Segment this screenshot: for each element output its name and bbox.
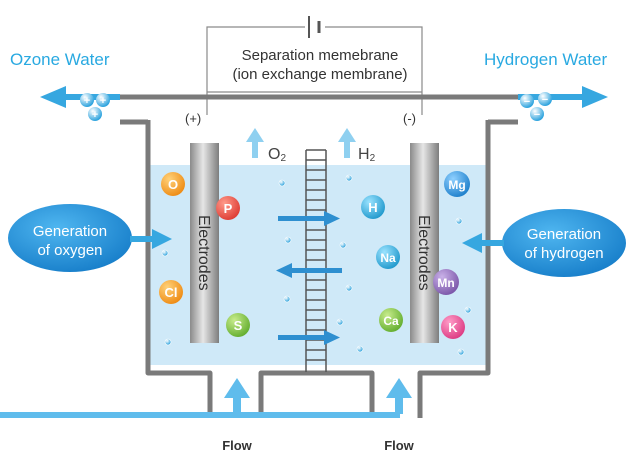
ion-k-label: K xyxy=(448,320,458,335)
membrane-label-line2: (ion exchange membrane) xyxy=(232,66,407,83)
oxygen-callout-line1: Generation xyxy=(33,223,107,240)
minus-sign: − xyxy=(524,96,530,108)
hydrogen-callout-line1: Generation xyxy=(527,226,601,243)
oxygen-generation-callout: Generation of oxygen xyxy=(8,204,172,272)
hydrogen-water-label: Hydrogen Water xyxy=(484,50,607,69)
minus-sign: − xyxy=(542,94,548,106)
membrane-label-line1: Separation memebrane xyxy=(242,47,399,64)
h2-subscript: 2 xyxy=(370,153,376,164)
ion-na-label: Na xyxy=(380,251,396,265)
outlet-pipe xyxy=(120,94,518,125)
ion-s: S xyxy=(226,313,250,337)
plus-ions-cluster: + + + xyxy=(80,93,110,121)
ion-mn: Mn xyxy=(433,269,459,295)
hydrogen-generation-callout: Generation of hydrogen xyxy=(462,209,626,277)
ion-cl: Cl xyxy=(159,280,183,304)
ion-s-label: S xyxy=(234,318,243,333)
power-circuit xyxy=(206,16,423,115)
left-electrode: Electrodes xyxy=(190,143,219,343)
flow-label-left: Flow xyxy=(222,438,252,453)
tank-walls xyxy=(145,120,491,418)
minus-sign: − xyxy=(534,109,540,121)
plus-sign: + xyxy=(92,109,98,121)
o2-letter: O xyxy=(268,146,280,163)
ion-k: K xyxy=(441,315,465,339)
minus-terminal-label: (-) xyxy=(403,111,416,126)
minus-ions-cluster: − − − xyxy=(520,92,552,121)
plus-sign: + xyxy=(100,95,106,107)
ion-mg: Mg xyxy=(444,171,470,197)
o2-arrow xyxy=(246,128,264,158)
ion-mg-label: Mg xyxy=(448,178,465,192)
ion-ca-label: Ca xyxy=(383,314,399,328)
hydrogen-outflow-arrow xyxy=(518,86,608,108)
oxygen-callout-line2: of oxygen xyxy=(37,242,102,259)
ion-mn-label: Mn xyxy=(437,276,454,290)
small-bubbles xyxy=(161,174,472,356)
flow-input xyxy=(0,378,412,418)
ion-arrow-right-top xyxy=(278,211,340,226)
ion-o: O xyxy=(161,172,185,196)
h2-letter: H xyxy=(358,146,370,163)
plus-sign: + xyxy=(84,95,90,107)
ion-arrow-right-bottom xyxy=(278,330,340,345)
ion-p: P xyxy=(216,196,240,220)
ion-p-label: P xyxy=(224,201,233,216)
h2-label: H2 xyxy=(358,146,376,164)
o2-subscript: 2 xyxy=(280,153,286,164)
ion-na: Na xyxy=(376,245,400,269)
ion-arrow-left-middle xyxy=(276,263,342,278)
h2-arrow xyxy=(338,128,356,158)
hydrogen-callout-line2: of hydrogen xyxy=(524,245,603,262)
right-electrode-label: Electrodes xyxy=(415,215,432,291)
ion-ca: Ca xyxy=(379,308,403,332)
left-electrode-label: Electrodes xyxy=(195,215,212,291)
ion-h: H xyxy=(361,195,385,219)
ion-cl-label: Cl xyxy=(165,285,178,300)
right-electrode: Electrodes xyxy=(410,143,439,343)
flow-label-right: Flow xyxy=(384,438,414,453)
ion-h-label: H xyxy=(368,200,377,215)
ozone-water-label: Ozone Water xyxy=(10,50,110,69)
plus-terminal-label: (+) xyxy=(185,111,201,126)
ion-o-label: O xyxy=(168,177,178,192)
o2-label: O2 xyxy=(268,146,286,164)
